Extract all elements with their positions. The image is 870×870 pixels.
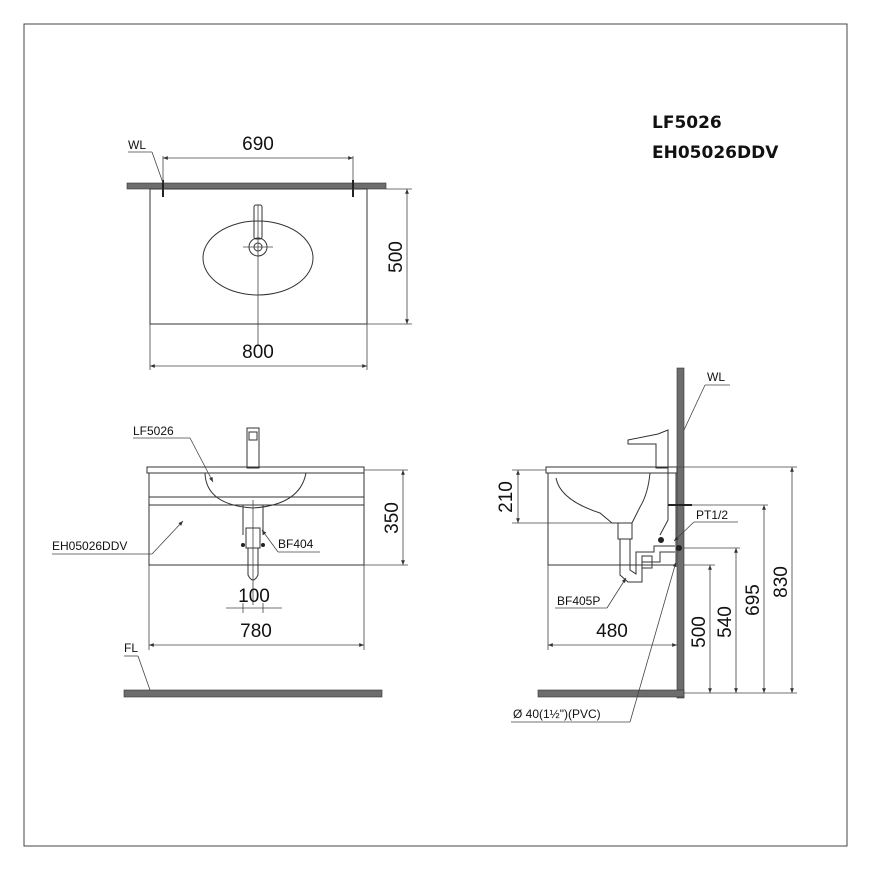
side-depth-480: 480 (596, 621, 628, 642)
drawing-frame (23, 23, 848, 847)
side-cabinet (547, 472, 677, 566)
top-width-800: 800 (242, 342, 274, 363)
top-width-690: 690 (242, 134, 274, 155)
front-height-350: 350 (382, 502, 403, 534)
side-height-500: 500 (689, 616, 710, 648)
front-fl-label: FL (124, 641, 138, 655)
front-basin (204, 472, 307, 509)
front-view: LF5026 EH05026DDV BF404 350 100 780 FL (52, 424, 408, 698)
front-floor-bar (123, 689, 383, 698)
model-title-basin: LF5026 (652, 113, 722, 133)
side-wl-label: WL (707, 370, 725, 384)
side-basin (555, 472, 651, 524)
front-waste-label: BF404 (278, 537, 314, 551)
front-drain-offset-100: 100 (238, 586, 270, 607)
side-floor (537, 689, 685, 698)
top-depth-500: 500 (386, 241, 407, 273)
top-counter (149, 188, 368, 325)
front-width-780: 780 (240, 621, 272, 642)
side-waste-label: BF405P (557, 594, 600, 608)
side-basin-depth-210: 210 (496, 481, 517, 513)
model-title-cabinet: EH05026DDV (652, 143, 779, 163)
top-view: WL 690 500 800 (126, 134, 412, 370)
top-wl-label: WL (128, 138, 146, 152)
top-wall-bar (126, 182, 387, 190)
front-faucet (246, 427, 260, 469)
side-height-540: 540 (715, 606, 736, 638)
side-faucet (627, 429, 669, 469)
front-basin-label: LF5026 (133, 424, 174, 438)
side-pipe-label: Ø 40(1½")(PVC) (513, 707, 601, 721)
side-wall (676, 367, 685, 699)
side-view: WL PT1/2 BF405P 210 (496, 367, 797, 723)
front-cabinet (148, 472, 365, 566)
side-height-695: 695 (743, 584, 764, 616)
side-height-830: 830 (771, 566, 792, 598)
front-cabinet-label: EH05026DDV (52, 539, 127, 553)
side-supply-label: PT1/2 (696, 508, 728, 522)
